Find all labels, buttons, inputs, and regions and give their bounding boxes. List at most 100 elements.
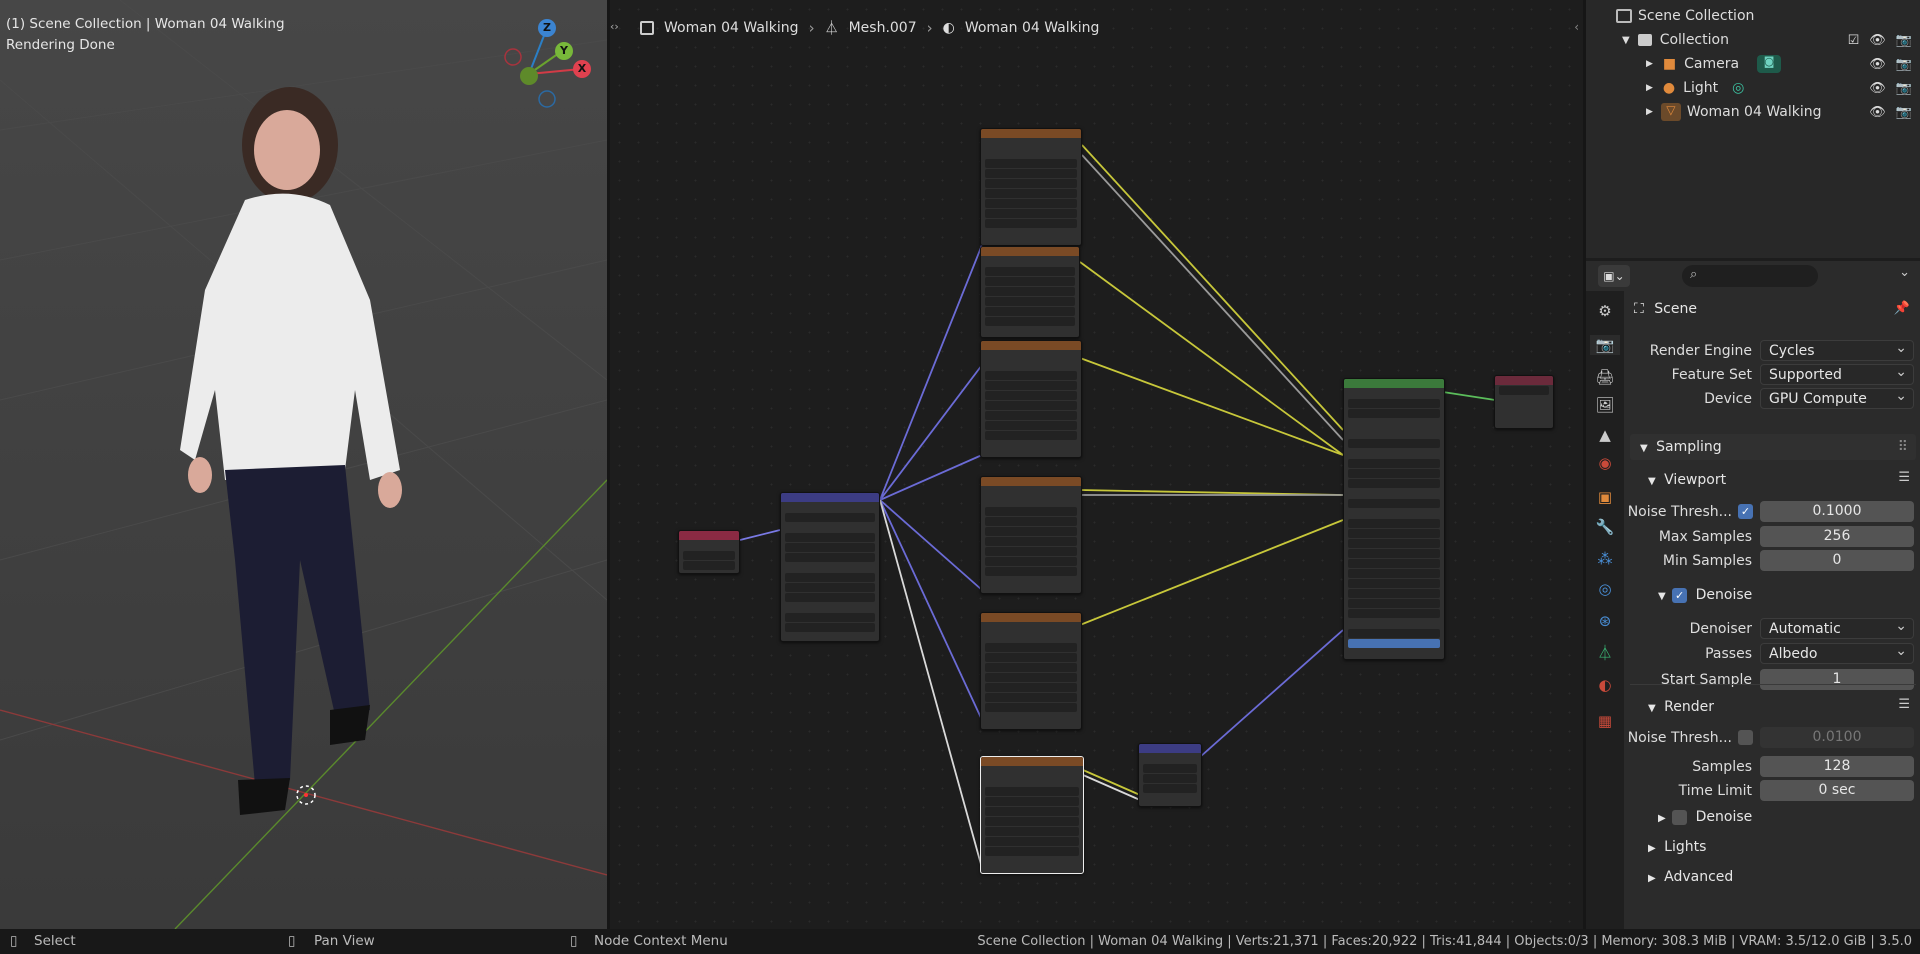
breadcrumb: Woman 04 Walking › ⏃ Mesh.007 › ◐ Woman … [630, 18, 1099, 38]
start-sample-field[interactable]: 1 [1760, 669, 1914, 690]
device-dropdown[interactable]: GPU Compute [1760, 386, 1914, 409]
list-presets-icon[interactable]: ☰ [1898, 697, 1910, 712]
area-divider[interactable] [607, 0, 610, 929]
mouse-right-icon: ▯ [570, 933, 578, 949]
chevron-down-icon[interactable]: ⌄ [1899, 265, 1910, 280]
properties-search-input[interactable]: ⌕ [1682, 265, 1818, 287]
breadcrumb-mesh[interactable]: Mesh.007 [848, 20, 917, 36]
properties-editor[interactable]: ▣⌄ ⌕ ⌄ ⚙ 📷 🖨 🖼 ▲ ◉ ▣ 🔧 ⁂ ◎ ⊛ ⏃ ◐ ▦ ⛶ Sce… [1586, 261, 1920, 929]
noise-threshold-field[interactable]: 0.0100 [1760, 727, 1914, 748]
camera-render-icon[interactable]: 📷 [1895, 80, 1912, 96]
image-texture-node[interactable] [980, 476, 1082, 594]
viewport-denoise-header[interactable]: ▼ ✓ Denoise [1658, 583, 1752, 607]
samples-field[interactable]: 128 [1760, 756, 1914, 777]
object-tab-icon[interactable]: ▣ [1597, 488, 1613, 506]
scene-tab-icon[interactable]: ▲ [1599, 426, 1611, 444]
max-samples-field[interactable]: 256 [1760, 526, 1914, 547]
constraints-tab-icon[interactable]: ⊛ [1598, 612, 1612, 630]
physics-tab-icon[interactable]: ◎ [1598, 580, 1612, 598]
noise-threshold-checkbox[interactable] [1738, 730, 1753, 745]
noise-threshold-checkbox[interactable]: ✓ [1738, 504, 1753, 519]
output-tab-icon[interactable]: 🖨 [1595, 368, 1615, 386]
mapping-node[interactable] [780, 492, 880, 642]
mouse-middle-icon: ▯ [288, 933, 296, 949]
breadcrumb-object[interactable]: Woman 04 Walking [664, 20, 799, 36]
status-context: Node Context Menu [594, 933, 728, 949]
drag-handle-icon[interactable]: ⠿ [1897, 439, 1908, 455]
outliner-item-light[interactable]: ▶ ● Light ◎ 👁 📷 [1586, 76, 1920, 100]
lights-subpanel-header[interactable]: ▶ Lights [1648, 835, 1706, 859]
camera-render-icon[interactable]: 📷 [1895, 56, 1912, 72]
editor-type-dropdown[interactable]: ▣⌄ [1598, 265, 1630, 287]
viewport-subpanel-header[interactable]: ▼ Viewport [1648, 468, 1726, 492]
denoiser-label: Denoiser [1689, 621, 1752, 637]
gizmo-z-axis[interactable]: Z [538, 19, 556, 37]
principled-bsdf-node[interactable] [1343, 378, 1445, 660]
chevron-right-icon: ▶ [1648, 843, 1656, 854]
breadcrumb-material[interactable]: Woman 04 Walking [964, 20, 1100, 36]
image-texture-node[interactable] [980, 246, 1080, 338]
image-texture-node-selected[interactable] [980, 756, 1084, 874]
eye-icon[interactable]: 👁 [1869, 32, 1886, 48]
render-tab-icon[interactable]: 📷 [1590, 335, 1620, 355]
max-samples-row: Max Samples 256 [1634, 526, 1914, 548]
outliner-collection[interactable]: ▼ Collection ☑ 👁 📷 [1586, 28, 1920, 52]
denoise-checkbox[interactable] [1672, 809, 1688, 825]
expand-arrow-icon[interactable]: ▶ [1646, 59, 1653, 69]
scene-icon: ⛶ [1634, 301, 1644, 317]
gizmo-x-axis[interactable]: X [573, 60, 591, 78]
passes-dropdown[interactable]: Albedo [1760, 641, 1914, 664]
checkbox-icon[interactable]: ☑ [1847, 32, 1860, 48]
sampling-panel-header[interactable]: ▼ Sampling ⠿ [1630, 434, 1916, 460]
node-links [739, 144, 1496, 869]
camera-data-icon[interactable]: ◙ [1757, 55, 1782, 73]
expand-arrow-icon[interactable]: ▶ [1646, 83, 1653, 93]
render-denoise-header[interactable]: ▶ Denoise [1658, 805, 1752, 829]
chevron-left-icon[interactable]: ‹ [1574, 20, 1579, 34]
render-subpanel-header[interactable]: ▼ Render [1648, 695, 1714, 719]
outliner[interactable]: Scene Collection ▼ Collection ☑ 👁 📷 ▶ ■ … [1586, 0, 1920, 258]
world-tab-icon[interactable]: ◉ [1598, 454, 1612, 472]
camera-render-icon[interactable]: 📷 [1895, 104, 1912, 120]
collapse-arrow-icon[interactable]: ▼ [1622, 34, 1630, 46]
advanced-subpanel-header[interactable]: ▶ Advanced [1648, 865, 1733, 889]
denoiser-dropdown[interactable]: Automatic [1760, 616, 1914, 639]
denoise-checkbox[interactable]: ✓ [1672, 587, 1688, 603]
time-limit-field[interactable]: 0 sec [1760, 780, 1914, 801]
outliner-scene-collection[interactable]: Scene Collection [1586, 4, 1920, 28]
eye-icon[interactable]: 👁 [1869, 80, 1886, 96]
3d-viewport[interactable]: (1) Scene Collection | Woman 04 Walking … [0, 0, 607, 929]
uv-map-node[interactable] [678, 530, 740, 574]
feature-set-dropdown[interactable]: Supported [1760, 362, 1914, 385]
eye-icon[interactable]: 👁 [1869, 104, 1886, 120]
area-divider[interactable] [1583, 0, 1586, 929]
outliner-item-woman[interactable]: ▶ ▽ Woman 04 Walking 👁 📷 [1586, 100, 1920, 124]
pin-icon[interactable]: 📌 [1893, 301, 1910, 316]
camera-render-icon[interactable]: 📷 [1895, 32, 1912, 48]
chevron-down-icon: ▼ [1648, 703, 1656, 714]
texture-tab-icon[interactable]: ▦ [1597, 712, 1613, 730]
viewport-info-line1: (1) Scene Collection | Woman 04 Walking [6, 16, 285, 32]
light-data-icon[interactable]: ◎ [1732, 80, 1745, 96]
particles-tab-icon[interactable]: ⁂ [1597, 550, 1613, 568]
outliner-item-camera[interactable]: ▶ ■ Camera ◙ 👁 📷 [1586, 52, 1920, 76]
image-texture-node[interactable] [980, 612, 1082, 730]
list-presets-icon[interactable]: ☰ [1898, 470, 1910, 485]
noise-threshold-field[interactable]: 0.1000 [1760, 501, 1914, 522]
eye-icon[interactable]: 👁 [1869, 56, 1886, 72]
gizmo-y-axis[interactable]: Y [555, 42, 573, 60]
sidebar-toggle-icon[interactable]: ‹› [610, 20, 619, 33]
min-samples-field[interactable]: 0 [1760, 550, 1914, 571]
shader-node-editor[interactable]: ‹› Woman 04 Walking › ⏃ Mesh.007 › ◐ Wom… [610, 0, 1583, 929]
modifier-tab-icon[interactable]: 🔧 [1595, 518, 1615, 536]
render-engine-dropdown[interactable]: Cycles [1760, 338, 1914, 361]
view-layer-tab-icon[interactable]: 🖼 [1595, 396, 1615, 414]
material-tab-icon[interactable]: ◐ [1598, 676, 1612, 694]
expand-arrow-icon[interactable]: ▶ [1646, 107, 1653, 117]
material-output-node[interactable] [1494, 375, 1554, 429]
data-tab-icon[interactable]: ⏃ [1597, 644, 1613, 662]
image-texture-node[interactable] [980, 128, 1082, 246]
image-texture-node[interactable] [980, 340, 1082, 458]
normal-map-node[interactable] [1138, 743, 1202, 807]
tool-icon[interactable]: ⚙ [1598, 302, 1612, 320]
